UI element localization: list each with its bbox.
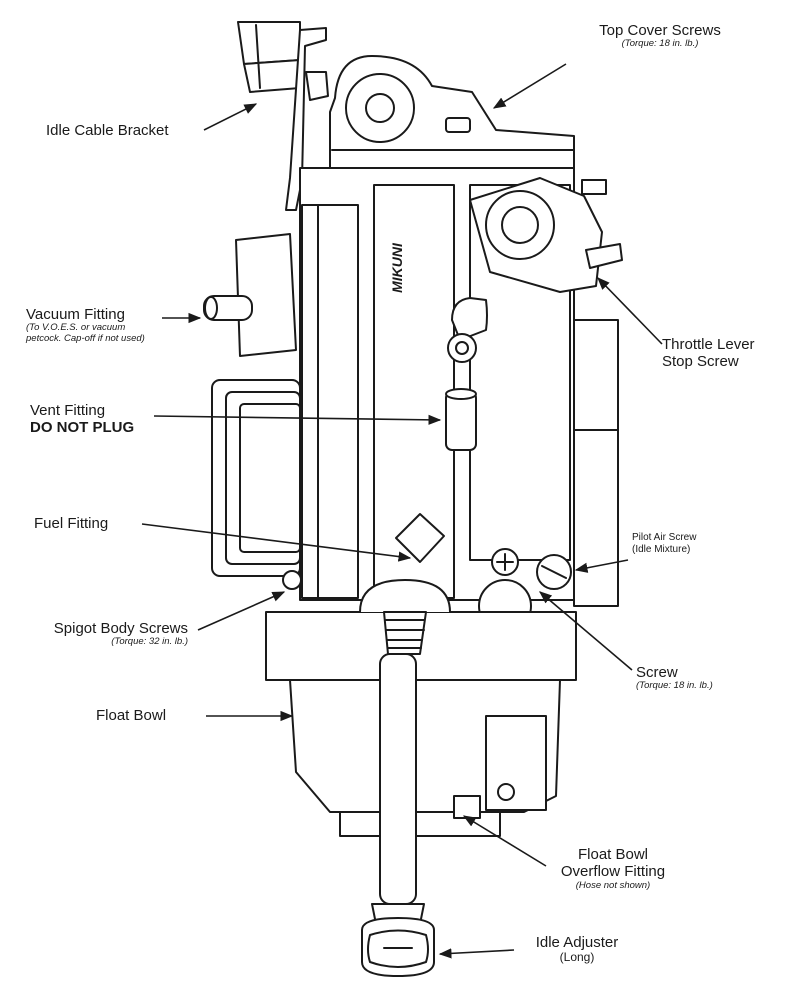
throttle-lever-part	[469, 177, 623, 293]
leader-lines	[141, 63, 663, 959]
top-cover-screws-note: (Torque: 18 in. lb.)	[621, 38, 699, 50]
throttle-lever-line2: Stop Screw	[662, 353, 739, 371]
label-spigot-body-screws: Spigot Body Screws (Torque: 32 in. lb.)	[8, 620, 188, 648]
label-top-cover-screws: Top Cover Screws (Torque: 18 in. lb.)	[570, 22, 750, 50]
label-vent-fitting: Vent Fitting DO NOT PLUG	[30, 402, 134, 437]
leader-pilot-air-screw	[574, 559, 629, 573]
idle-cable-bracket-part	[237, 21, 329, 211]
leader-spigot-body-screws	[197, 591, 286, 631]
brand-mark: MIKUNI	[389, 242, 405, 293]
spigot-body-screws-title: Spigot Body Screws	[53, 620, 188, 637]
fuel-fitting-title: Fuel Fitting	[34, 515, 109, 532]
screw-note: (Torque: 18 in. lb.)	[636, 680, 713, 692]
label-screw: Screw (Torque: 18 in. lb.)	[636, 664, 713, 692]
vent-fitting-warning: DO NOT PLUG	[30, 419, 135, 437]
leader-screw	[539, 591, 633, 671]
label-fuel-fitting: Fuel Fitting	[34, 515, 108, 532]
leader-fuel-fitting	[141, 523, 412, 562]
label-throttle-lever-stop-screw: Throttle Lever Stop Screw	[662, 336, 755, 371]
spigot-part	[211, 379, 301, 577]
idle-adjuster-title: Idle Adjuster	[535, 934, 619, 951]
leader-idle-adjuster	[438, 948, 515, 959]
vacuum-fitting-note-1: (To V.O.E.S. or vacuum	[26, 322, 126, 334]
carburetor-drawing: MIKUNI	[203, 21, 623, 977]
vent-fitting-title: Vent Fitting	[30, 402, 106, 419]
label-idle-cable-bracket: Idle Cable Bracket	[46, 122, 169, 139]
label-float-bowl-overflow-fitting: Float Bowl Overflow Fitting (Hose not sh…	[528, 846, 698, 891]
leader-throttle-lever-stop-screw	[597, 277, 663, 345]
idle-cable-bracket-title: Idle Cable Bracket	[46, 122, 169, 139]
screw-title: Screw	[636, 664, 678, 681]
leader-float-bowl-overflow	[462, 815, 547, 867]
intake-flange-part	[573, 319, 619, 607]
idle-adjuster-note: (Long)	[559, 950, 595, 965]
pilot-air-screw-note: (Idle Mixture)	[632, 543, 691, 555]
label-vacuum-fitting: Vacuum Fitting (To V.O.E.S. or vacuum pe…	[26, 306, 145, 345]
vacuum-fitting-note-2: petcock. Cap-off if not used)	[26, 333, 145, 345]
vacuum-fitting-part	[203, 233, 297, 357]
float-bowl-overflow-line1: Float Bowl	[577, 846, 649, 863]
leader-top-cover-screws	[492, 63, 567, 109]
leader-vent-fitting	[153, 414, 442, 425]
vacuum-fitting-title: Vacuum Fitting	[26, 306, 125, 323]
float-bowl-overflow-note: (Hose not shown)	[575, 879, 651, 891]
label-float-bowl: Float Bowl	[96, 707, 166, 724]
float-bowl-overflow-line2: Overflow Fitting	[560, 863, 666, 881]
top-cover-part	[329, 55, 575, 169]
spigot-body-screws-note: (Torque: 32 in. lb.)	[111, 636, 188, 648]
leader-idle-cable-bracket	[203, 103, 258, 131]
label-pilot-air-screw: Pilot Air Screw (Idle Mixture)	[632, 532, 696, 555]
vent-fitting-part	[445, 333, 477, 451]
label-idle-adjuster: Idle Adjuster (Long)	[512, 934, 642, 965]
top-cover-screws-title: Top Cover Screws	[599, 22, 721, 39]
idle-adjuster-part	[361, 611, 435, 977]
pilot-air-screw-title: Pilot Air Screw	[632, 532, 697, 543]
float-bowl-title: Float Bowl	[96, 707, 167, 724]
throttle-lever-line1: Throttle Lever	[662, 336, 755, 353]
